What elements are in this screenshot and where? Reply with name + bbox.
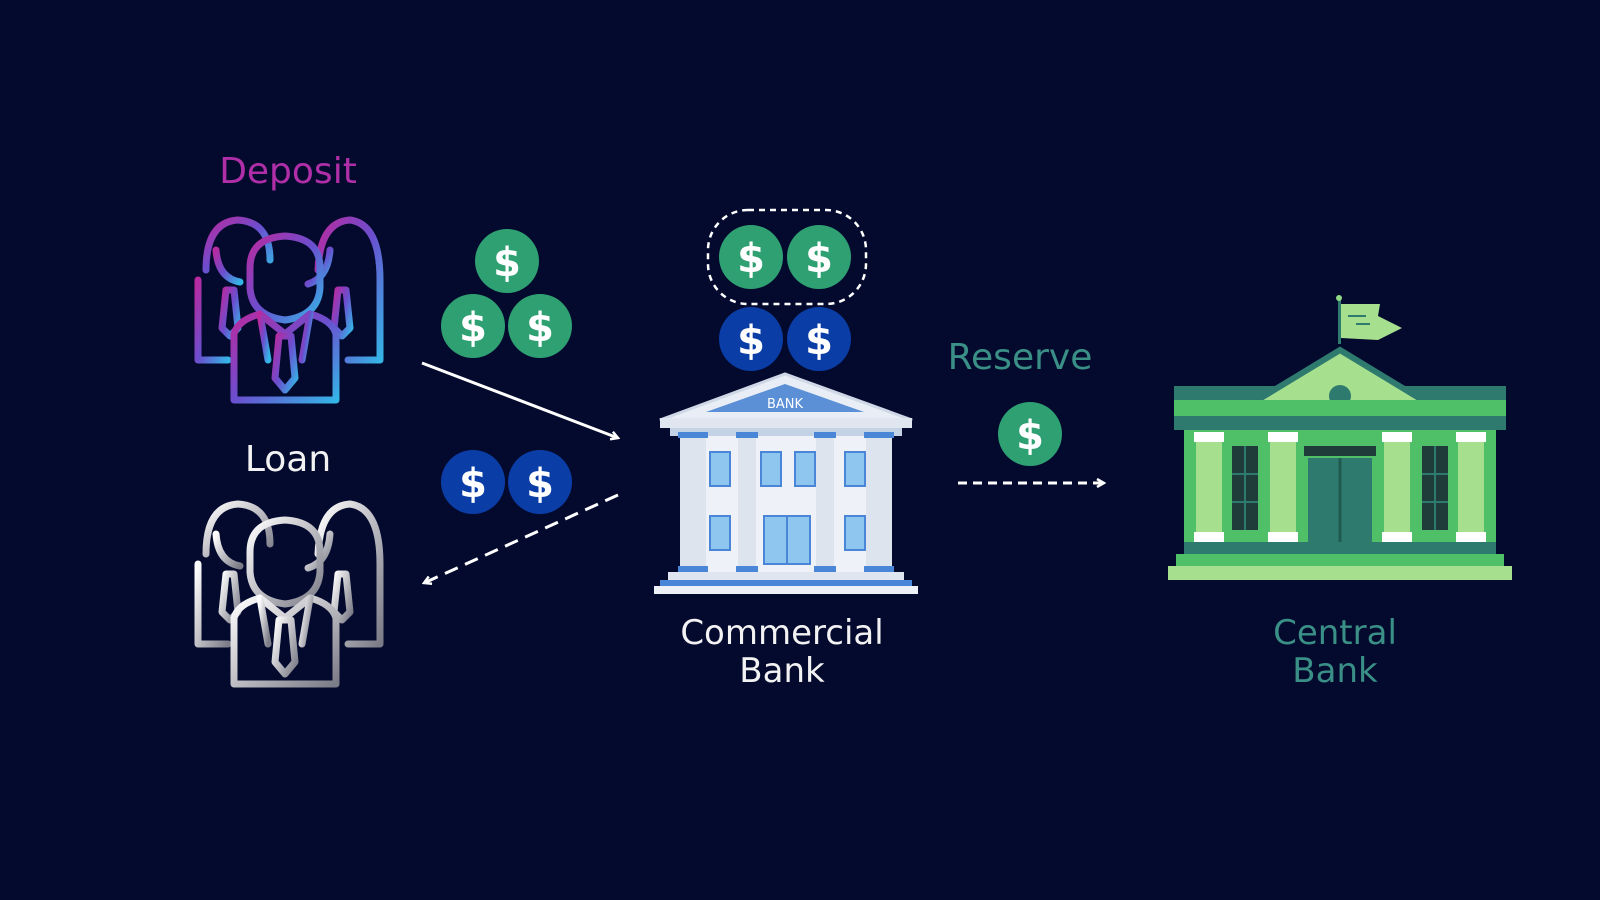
dollar-coin-icon: $ [719, 225, 783, 289]
loan-label: Loan [244, 439, 332, 480]
central-bank-label-line-1: Central [1273, 613, 1397, 653]
bank-sign: BANK [767, 397, 804, 412]
dollar-coin-icon: $ [787, 307, 851, 371]
dollar-sign: $ [459, 461, 487, 507]
reserve-coins-outline [706, 208, 868, 306]
commercial-bank-label-line-2: Bank [739, 651, 825, 692]
dollar-coin-icon: $ [719, 307, 783, 371]
dollar-sign: $ [526, 461, 554, 507]
depositors-icon [198, 220, 380, 400]
dollar-sign: $ [459, 305, 487, 351]
dollar-coin-icon: $ [508, 450, 572, 514]
dollar-coin-icon: $ [475, 229, 539, 293]
loan-arrow [424, 493, 619, 583]
borrowers-icon [198, 504, 380, 684]
deposit-arrow [421, 361, 618, 438]
deposit-label: Deposit [219, 151, 357, 192]
dollar-coin-icon: $ [441, 450, 505, 514]
dollar-coin-icon: $ [787, 225, 851, 289]
dollar-sign: $ [526, 305, 554, 351]
dollar-sign: $ [493, 240, 521, 286]
dollar-sign: $ [805, 236, 833, 282]
bank-reserve-coins: $ $ [719, 225, 851, 289]
dollar-sign: $ [737, 318, 765, 364]
dollar-sign: $ [805, 318, 833, 364]
commercial-bank-icon: BANK [654, 372, 918, 594]
dollar-sign: $ [737, 236, 765, 282]
bank-loan-coins: $ $ [719, 307, 851, 371]
central-bank-label: Central Bank [1225, 614, 1445, 690]
dollar-sign: $ [1016, 413, 1044, 459]
central-bank-label-line-2: Bank [1292, 651, 1378, 692]
dollar-coin-icon: $ [998, 402, 1062, 466]
reserve-label: Reserve [947, 337, 1093, 378]
dollar-coin-icon: $ [441, 294, 505, 358]
loan-coins: $ $ [441, 450, 572, 514]
dollar-coin-icon: $ [508, 294, 572, 358]
deposit-coins: $ $ $ [441, 229, 572, 358]
central-bank-icon [1168, 295, 1512, 580]
commercial-bank-label-line-1: Commercial [680, 613, 884, 653]
commercial-bank-label: Commercial Bank [662, 614, 902, 690]
